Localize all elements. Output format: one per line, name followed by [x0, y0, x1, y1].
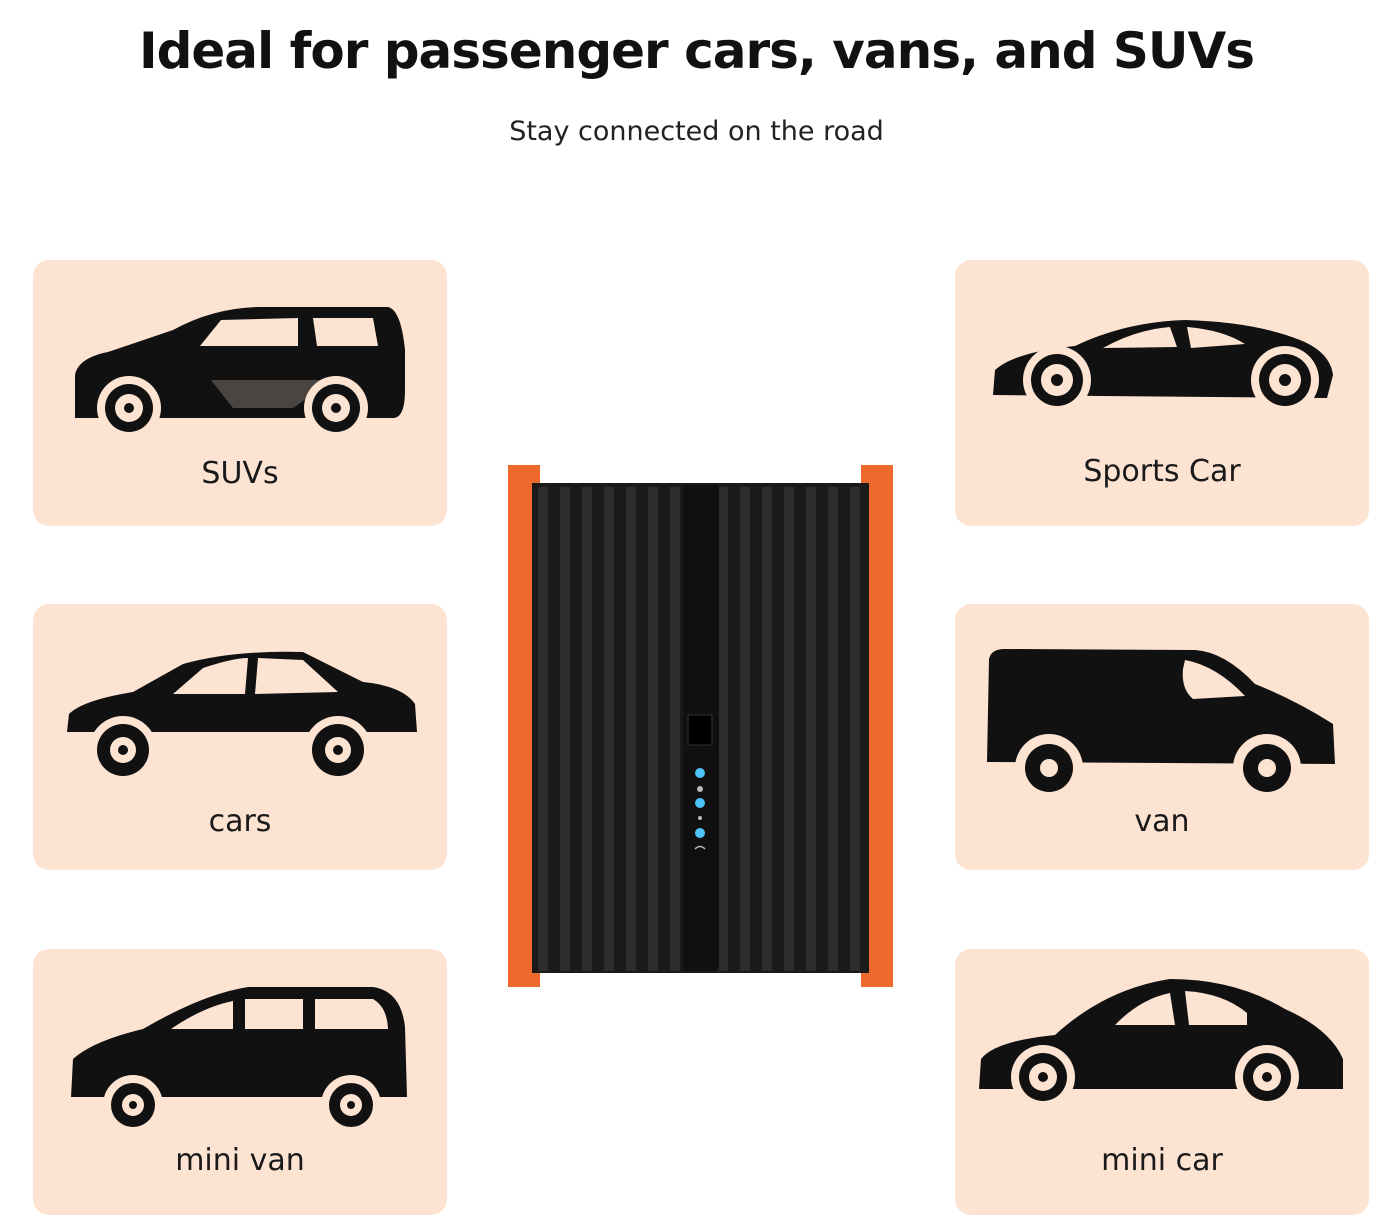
wheel-icon — [1023, 346, 1091, 414]
wheel-icon — [89, 716, 157, 784]
power-led — [695, 768, 705, 778]
vehicle-card-mini-van: mini van — [33, 949, 447, 1215]
page-title: Ideal for passenger cars, vans, and SUVs — [139, 22, 1255, 80]
van-icon — [987, 649, 1335, 802]
wheel-icon — [1235, 1045, 1299, 1109]
vehicle-label-sports-car: Sports Car — [1083, 454, 1241, 489]
suv-icon — [75, 307, 405, 440]
status-led — [695, 798, 705, 808]
wheel-icon — [97, 376, 161, 440]
sedan-icon — [67, 651, 417, 784]
vehicle-label-van: van — [1134, 804, 1190, 839]
wheel-icon — [1251, 346, 1319, 414]
vehicle-label-suv: SUVs — [201, 456, 279, 491]
sports-car-icon — [993, 320, 1333, 414]
sim-slot — [687, 714, 713, 746]
wheel-icon — [1011, 1045, 1075, 1109]
wheel-icon — [321, 1075, 381, 1135]
wifi-icon — [694, 845, 706, 850]
vehicle-card-suv: SUVs — [33, 260, 447, 526]
wheel-icon — [304, 716, 372, 784]
vehicle-card-van: van — [955, 604, 1369, 870]
page-subtitle: Stay connected on the road — [509, 116, 884, 147]
wheel-icon — [103, 1075, 163, 1135]
vehicle-card-cars: cars — [33, 604, 447, 870]
vehicle-label-mini-car: mini car — [1101, 1143, 1223, 1178]
vehicle-card-sports-car: Sports Car — [955, 260, 1369, 526]
network-led — [695, 828, 705, 838]
wheel-icon — [304, 376, 368, 440]
vehicle-label-mini-van: mini van — [175, 1143, 305, 1178]
signal-icon — [698, 816, 702, 820]
wheel-icon — [1015, 734, 1083, 802]
vehicle-label-cars: cars — [208, 804, 272, 839]
heatsink-fins — [538, 487, 860, 971]
mini-car-icon — [979, 979, 1343, 1109]
router-device — [508, 463, 893, 988]
warning-icon — [697, 786, 703, 792]
vehicle-card-mini-car: mini car — [955, 949, 1369, 1215]
wheel-icon — [1233, 734, 1301, 802]
minivan-icon — [71, 987, 407, 1135]
